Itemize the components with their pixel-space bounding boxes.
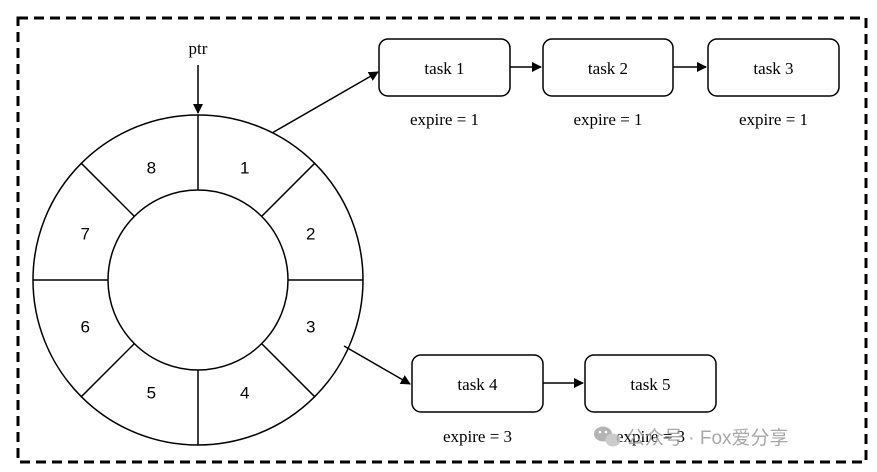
wheel-spoke	[80, 162, 135, 217]
wechat-icon	[594, 426, 621, 447]
task-name: task 1	[424, 59, 464, 78]
wheel-slot-3: 3	[306, 318, 315, 337]
dashed-frame	[16, 16, 868, 464]
wheel-spoke	[261, 162, 316, 217]
wheel-slot-2: 2	[306, 224, 315, 243]
watermark: 公众号 · Fox爱分享	[594, 426, 789, 449]
wheel-spoke	[80, 343, 135, 398]
wheel-slot-8: 8	[147, 158, 156, 177]
wheel-slot-6: 6	[81, 318, 90, 337]
ptr-label: ptr	[189, 39, 208, 58]
wheel-spokes	[33, 115, 363, 445]
task-expire: expire = 1	[573, 110, 642, 129]
wheel-slot-labels: 1 2 3 4 5 6 7 8	[81, 158, 316, 402]
task-node	[584, 354, 717, 413]
wheel-slot-7: 7	[81, 224, 90, 243]
task-expire: expire = 3	[616, 427, 685, 446]
task-expire: expire = 3	[443, 427, 512, 446]
task-expire: expire = 1	[739, 110, 808, 129]
wheel-spoke	[261, 343, 316, 398]
task-chain-slot1: task 1 expire = 1 task 2 expire = 1 task…	[378, 38, 840, 129]
wheel-slot-4: 4	[240, 384, 249, 403]
task-expire: expire = 1	[410, 110, 479, 129]
timing-wheel: 1 2 3 4 5 6 7 8	[32, 114, 364, 446]
watermark-text: 公众号 · Fox爱分享	[626, 427, 789, 449]
task-name: task 3	[753, 59, 793, 78]
task-chain-slot3: task 4 expire = 3 task 5 expire = 3	[411, 354, 717, 446]
task-name: task 5	[630, 375, 670, 394]
slot3-to-task4-arrow	[343, 345, 411, 385]
slot1-to-task1-arrow	[271, 71, 379, 134]
task-name: task 2	[588, 59, 628, 78]
task-name: task 4	[457, 375, 498, 394]
wheel-inner-circle	[107, 189, 289, 371]
wheel-slot-1: 1	[240, 158, 249, 177]
wheel-slot-5: 5	[147, 384, 156, 403]
task-node	[707, 38, 840, 97]
